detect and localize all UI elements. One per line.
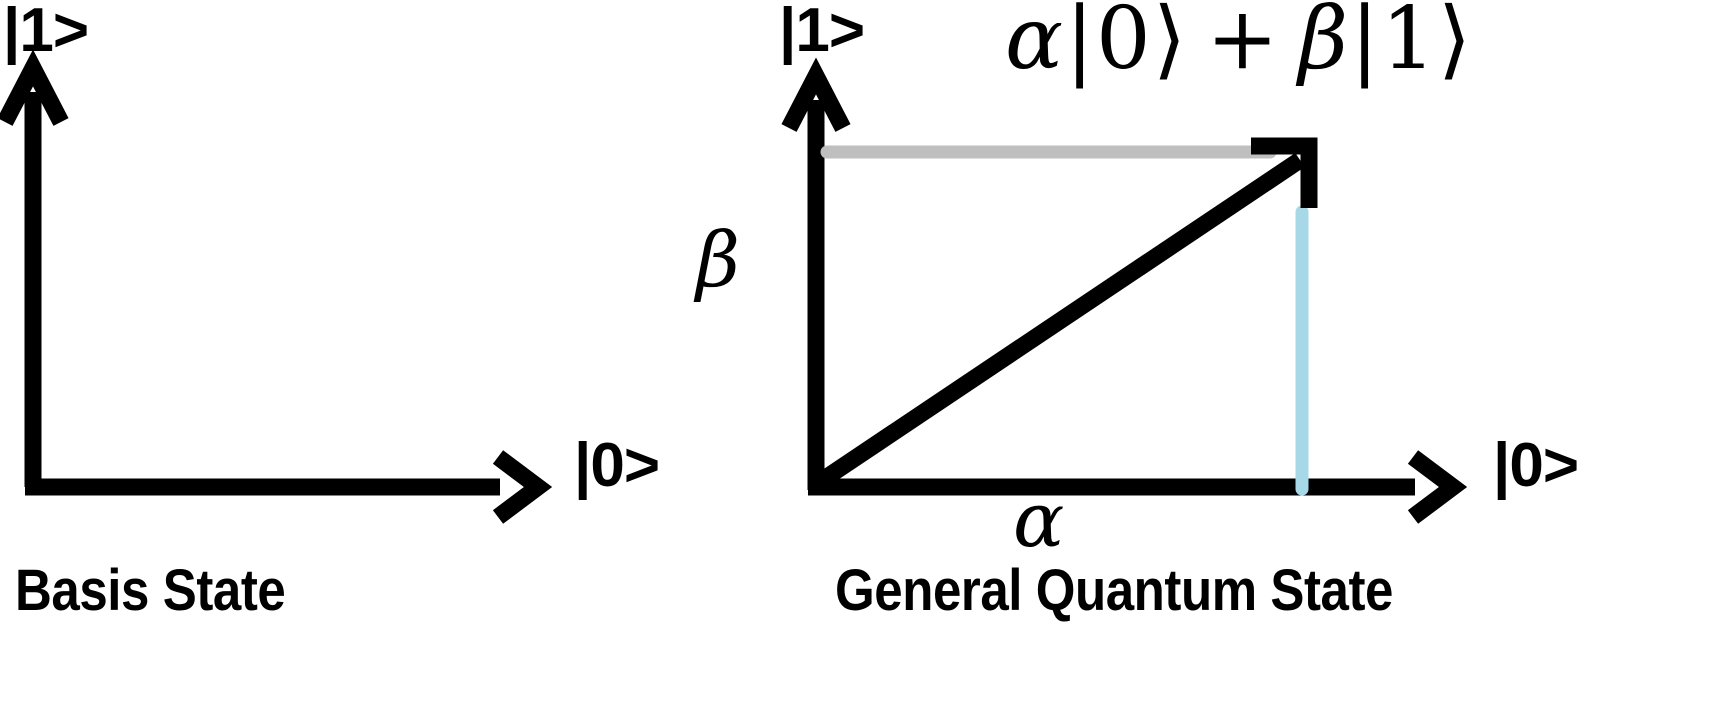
general-x-axis-arrowhead [1407,450,1468,524]
equation-beta: β [1298,0,1351,89]
general-x-axis-label: |0> [1493,431,1579,500]
general-y-axis-arrowhead [781,57,851,132]
state-vector-shaft [813,152,1305,491]
beta-component-label: β [696,215,740,304]
general-state-axes [781,57,1468,524]
basis-state-caption: Basis State [15,558,286,623]
alpha-component-label: α [1013,475,1065,564]
superposition-equation: α|0⟩+β|1⟩ [1005,0,1473,82]
equation-alpha: α [1005,0,1066,89]
basis-x-axis-label: |0> [574,431,660,500]
basis-y-axis-label: |1> [3,0,89,65]
state-vector-arrow [813,137,1318,491]
general-state-caption: General Quantum State [835,558,1394,623]
general-y-axis-label: |1> [779,0,865,65]
equation-plus: + [1206,0,1281,89]
equation-ket-one: |1⟩ [1350,0,1474,89]
basis-x-axis-arrowhead [492,450,553,524]
state-vector-arrowhead [1251,137,1318,208]
equation-ket-zero: |0⟩ [1065,0,1189,89]
basis-state-axes [0,49,553,524]
basis-y-axis-arrowhead [0,49,69,126]
